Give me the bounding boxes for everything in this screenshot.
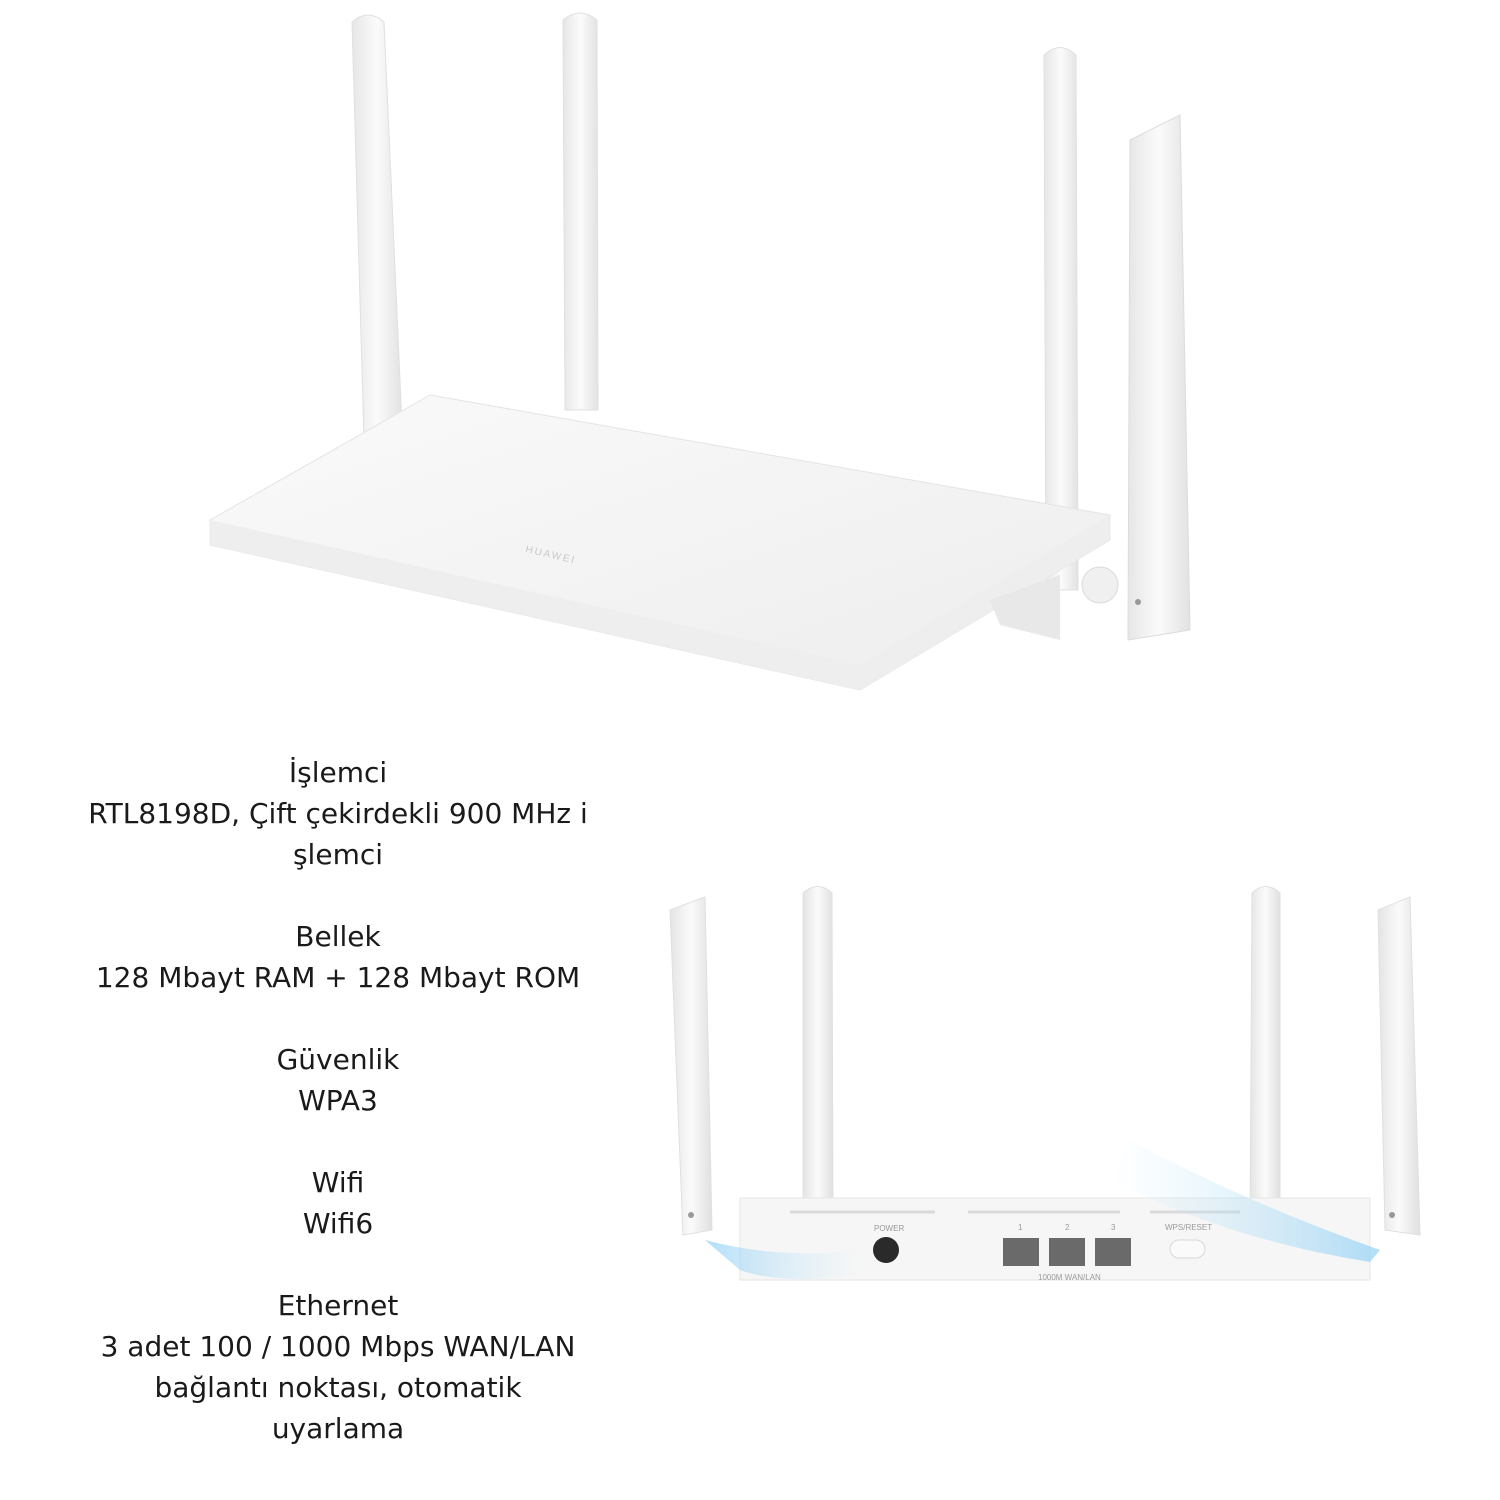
spec-list: İşlemci RTL8198D, Çift çekirdekli 900 MH…: [38, 752, 638, 1490]
port-label: 2: [1065, 1223, 1070, 1232]
wps-reset-label: WPS/RESET: [1165, 1223, 1212, 1232]
port-label: 1: [1018, 1223, 1023, 1232]
spec-title: Bellek: [295, 920, 381, 953]
router-rear-image: POWER 1 2 3 1000M WAN/LAN WPS/RESET: [669, 886, 1421, 1282]
spec-value: WPA3: [298, 1084, 378, 1117]
spec-security: Güvenlik WPA3: [38, 1039, 638, 1121]
spec-title: Güvenlik: [276, 1043, 400, 1076]
spec-wifi: Wifi Wifi6: [38, 1162, 638, 1244]
wps-reset-button: [1169, 1239, 1206, 1259]
antenna-icon: [351, 12, 1191, 641]
spec-title: Wifi: [311, 1166, 365, 1199]
spec-value: 128 Mbayt RAM + 128 Mbayt ROM: [95, 961, 581, 994]
spec-memory: Bellek 128 Mbayt RAM + 128 Mbayt ROM: [38, 916, 638, 998]
port-group-label: 1000M WAN/LAN: [1038, 1273, 1101, 1282]
power-label: POWER: [874, 1224, 904, 1233]
spec-ethernet: Ethernet 3 adet 100 / 1000 Mbps WAN/LAN …: [38, 1285, 638, 1449]
spec-value: 3 adet 100 / 1000 Mbps WAN/LAN: [100, 1330, 576, 1363]
spec-value: Wifi6: [302, 1207, 374, 1240]
router-front-image: HUAWEI: [209, 12, 1191, 691]
port-label: 3: [1111, 1223, 1116, 1232]
spec-value: uyarlama: [271, 1412, 405, 1445]
spec-value: bağlantı noktası, otomatik: [154, 1371, 522, 1404]
power-jack: [873, 1237, 899, 1263]
spec-title: Ethernet: [277, 1289, 399, 1322]
spec-value: RTL8198D, Çift çekirdekli 900 MHz i: [88, 797, 588, 830]
spec-processor: İşlemci RTL8198D, Çift çekirdekli 900 MH…: [38, 752, 638, 875]
antenna-icon: [669, 886, 1421, 1236]
spec-value: şlemci: [292, 838, 384, 871]
ethernet-port-icon: [1003, 1238, 1131, 1266]
spec-title: İşlemci: [288, 756, 388, 789]
